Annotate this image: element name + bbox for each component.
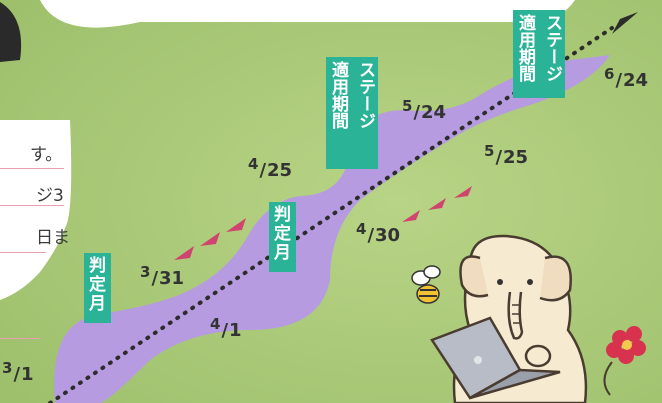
ribbon-band (54, 55, 611, 403)
date-4-1: 4/1 (210, 315, 242, 341)
judge-month-tag-2: 判定月 (269, 202, 296, 272)
note-line-3: 日ま (36, 228, 70, 248)
judge-month-tag-1: 判定月 (84, 253, 111, 323)
note-rule-1 (0, 168, 64, 169)
date-4-25: 4/25 (248, 155, 293, 181)
date-5-25: 5/25 (484, 142, 529, 168)
note-rule-3 (0, 252, 46, 253)
flower-icon (603, 326, 646, 396)
date-3-31: 3/31 (140, 263, 185, 289)
arrow-marks (174, 186, 472, 260)
stage-period-tag-2: 適用期間 ステージ (513, 10, 565, 98)
date-3-1: 3/1 (2, 359, 34, 385)
date-4-30: 4/30 (356, 220, 401, 246)
date-5-24: 5/24 (402, 97, 447, 123)
arrow-head (612, 12, 638, 34)
bee-icon (411, 265, 441, 304)
date-6-24: 6/24 (604, 65, 649, 91)
note-rule-2 (0, 205, 64, 206)
note-line-1: す。 (30, 145, 63, 165)
note-rule-4 (0, 338, 40, 339)
note-line-2: ジ3 (36, 186, 64, 206)
stage-period-tag-1: 適用期間 ステージ (326, 57, 378, 169)
